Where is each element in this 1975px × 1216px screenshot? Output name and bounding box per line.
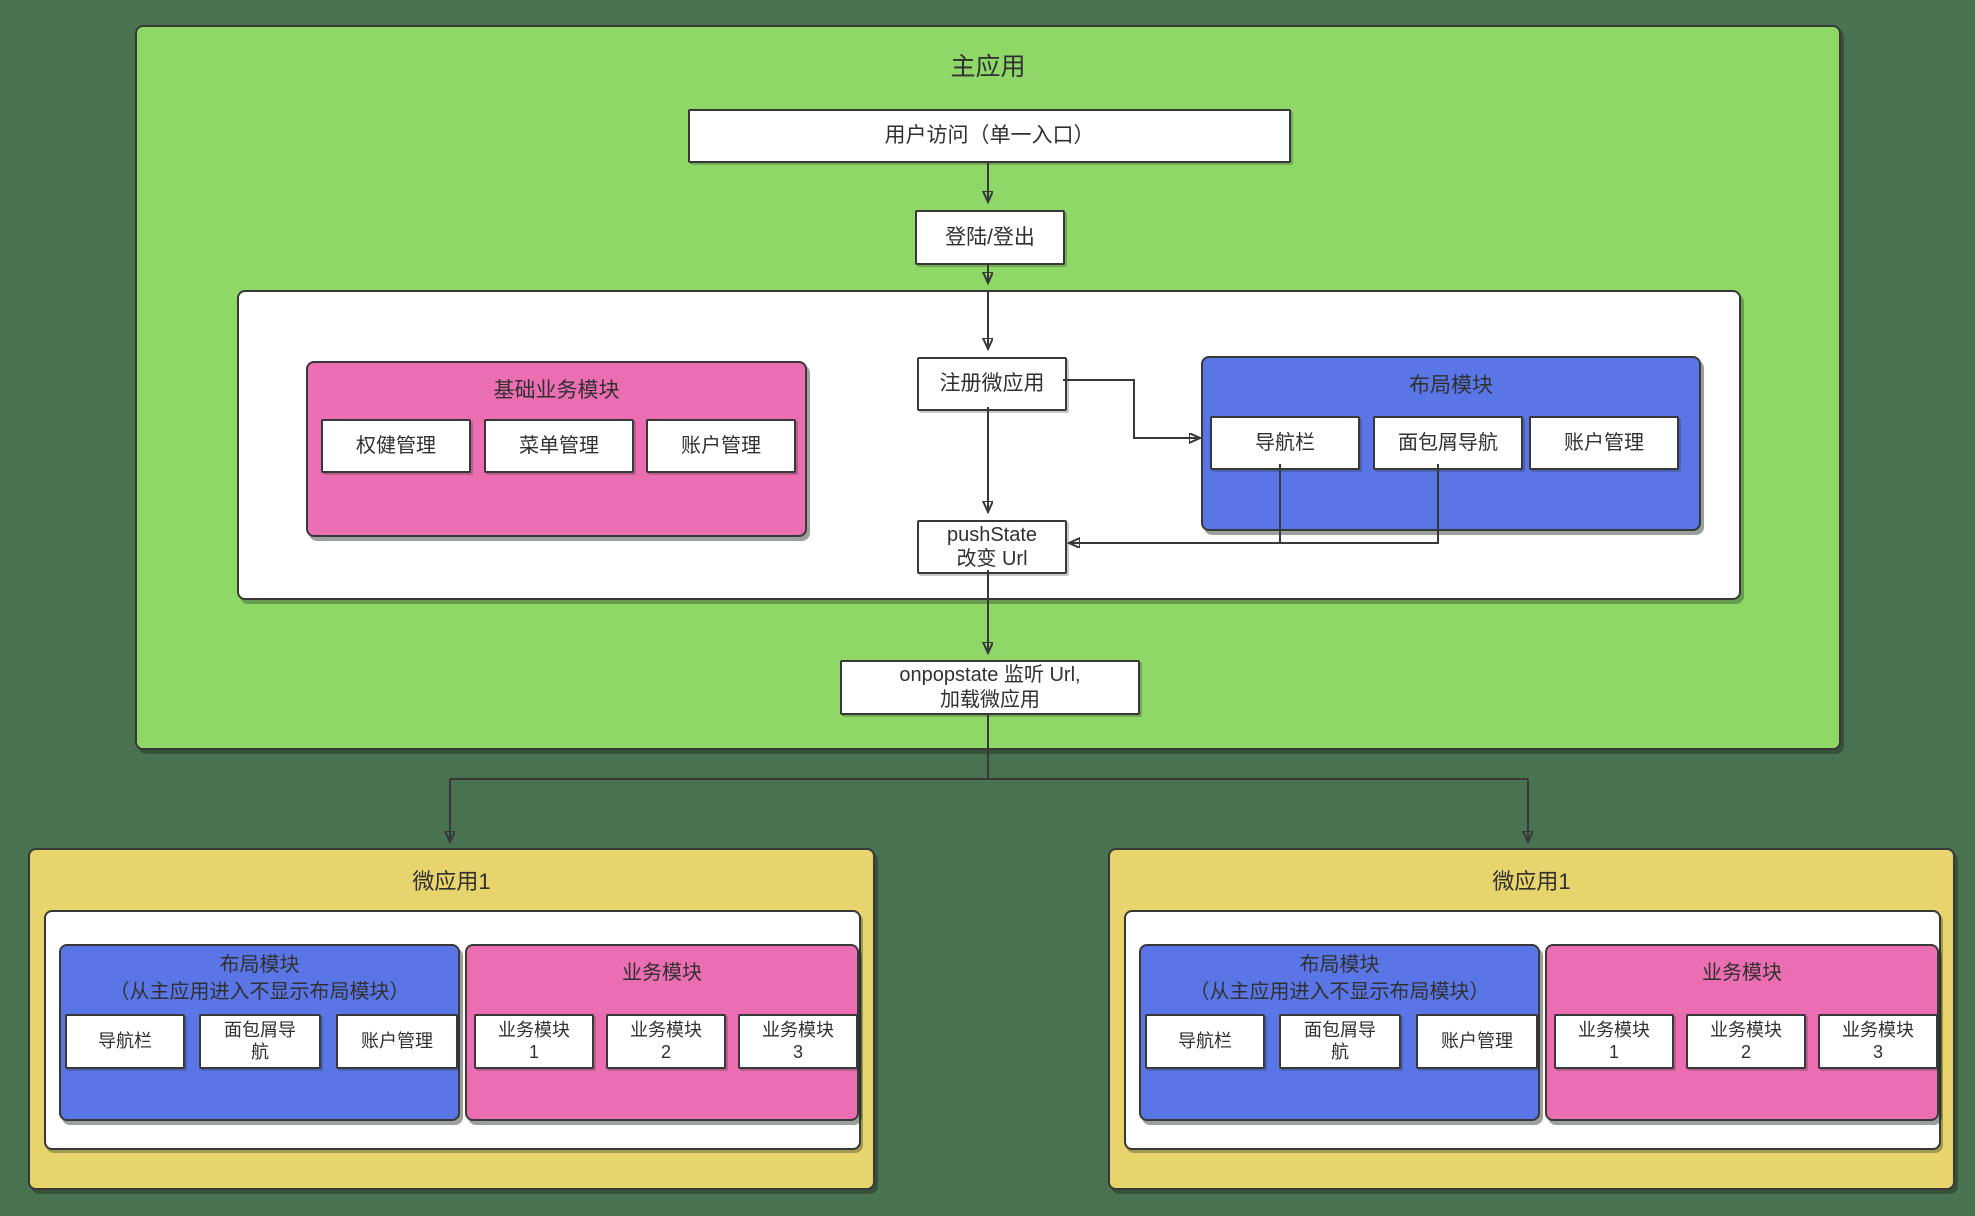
microapp-2-container: 微应用1 布局模块 （从主应用进入不显示布局模块） 导航栏 面包屑导 航 账户管… [1108, 848, 1955, 1190]
business-module-2-box: 业务模块 2 [606, 1014, 726, 1069]
layout-module-title: 布局模块 [1409, 374, 1493, 397]
base-business-module: 基础业务模块 权健管理 菜单管理 账户管理 [306, 361, 807, 537]
breadcrumb-box: 面包屑导航 [1373, 416, 1523, 470]
microapp-2-title: 微应用1 [1492, 869, 1571, 894]
business-module-2-box: 业务模块 2 [1686, 1014, 1806, 1069]
business-module-3-box: 业务模块 3 [738, 1014, 858, 1069]
account-mgmt-box: 账户管理 [646, 419, 796, 473]
account-mgmt-box: 账户管理 [1416, 1014, 1538, 1069]
microapp-1-container: 微应用1 布局模块 （从主应用进入不显示布局模块） 导航栏 面包屑导 航 账户管… [28, 848, 875, 1190]
business-module-3-box: 业务模块 3 [1818, 1014, 1938, 1069]
microapp-1-layout-module: 布局模块 （从主应用进入不显示布局模块） 导航栏 面包屑导 航 账户管理 [59, 944, 460, 1121]
microapp-2-business-module: 业务模块 业务模块 1 业务模块 2 业务模块 3 [1545, 944, 1939, 1121]
account-mgmt-box: 账户管理 [336, 1014, 458, 1069]
microapp-1-inner-container: 布局模块 （从主应用进入不显示布局模块） 导航栏 面包屑导 航 账户管理 业务模… [44, 910, 861, 1150]
menu-mgmt-box: 菜单管理 [484, 419, 634, 473]
microapp-1-title: 微应用1 [412, 869, 491, 894]
layout-module: 布局模块 导航栏 面包屑导航 账户管理 [1201, 356, 1701, 531]
microapp-2-layout-module: 布局模块 （从主应用进入不显示布局模块） 导航栏 面包屑导 航 账户管理 [1139, 944, 1540, 1121]
onpopstate-box: onpopstate 监听 Url, 加载微应用 [840, 660, 1140, 715]
microapp-2-business-title: 业务模块 [1702, 962, 1782, 984]
pushstate-box: pushState 改变 Url [917, 520, 1067, 574]
main-app-container: 主应用 用户访问（单一入口） 登陆/登出 基础业务模块 权健管理 菜单管理 账户… [135, 25, 1841, 750]
permission-mgmt-box: 权健管理 [321, 419, 471, 473]
user-entry-box: 用户访问（单一入口） [688, 109, 1291, 163]
breadcrumb-box: 面包屑导 航 [1279, 1014, 1401, 1069]
base-business-module-title: 基础业务模块 [493, 379, 620, 402]
microapp-2-inner-container: 布局模块 （从主应用进入不显示布局模块） 导航栏 面包屑导 航 账户管理 业务模… [1124, 910, 1941, 1150]
account-mgmt-box: 账户管理 [1529, 416, 1679, 470]
microapp-2-layout-title: 布局模块 （从主应用进入不显示布局模块） [1189, 954, 1490, 1003]
microapp-1-business-module: 业务模块 业务模块 1 业务模块 2 业务模块 3 [465, 944, 859, 1121]
main-app-inner-container: 基础业务模块 权健管理 菜单管理 账户管理 注册微应用 布局模块 导航栏 面包屑… [237, 290, 1741, 600]
business-module-1-box: 业务模块 1 [474, 1014, 594, 1069]
navbar-box: 导航栏 [65, 1014, 185, 1069]
main-app-title: 主应用 [950, 53, 1026, 81]
navbar-box: 导航栏 [1145, 1014, 1265, 1069]
microapp-1-layout-title: 布局模块 （从主应用进入不显示布局模块） [109, 954, 410, 1003]
business-module-1-box: 业务模块 1 [1554, 1014, 1674, 1069]
navbar-box: 导航栏 [1210, 416, 1360, 470]
login-logout-box: 登陆/登出 [915, 210, 1065, 265]
microapp-1-business-title: 业务模块 [622, 962, 702, 984]
register-microapp-box: 注册微应用 [917, 357, 1067, 411]
breadcrumb-box: 面包屑导 航 [199, 1014, 321, 1069]
